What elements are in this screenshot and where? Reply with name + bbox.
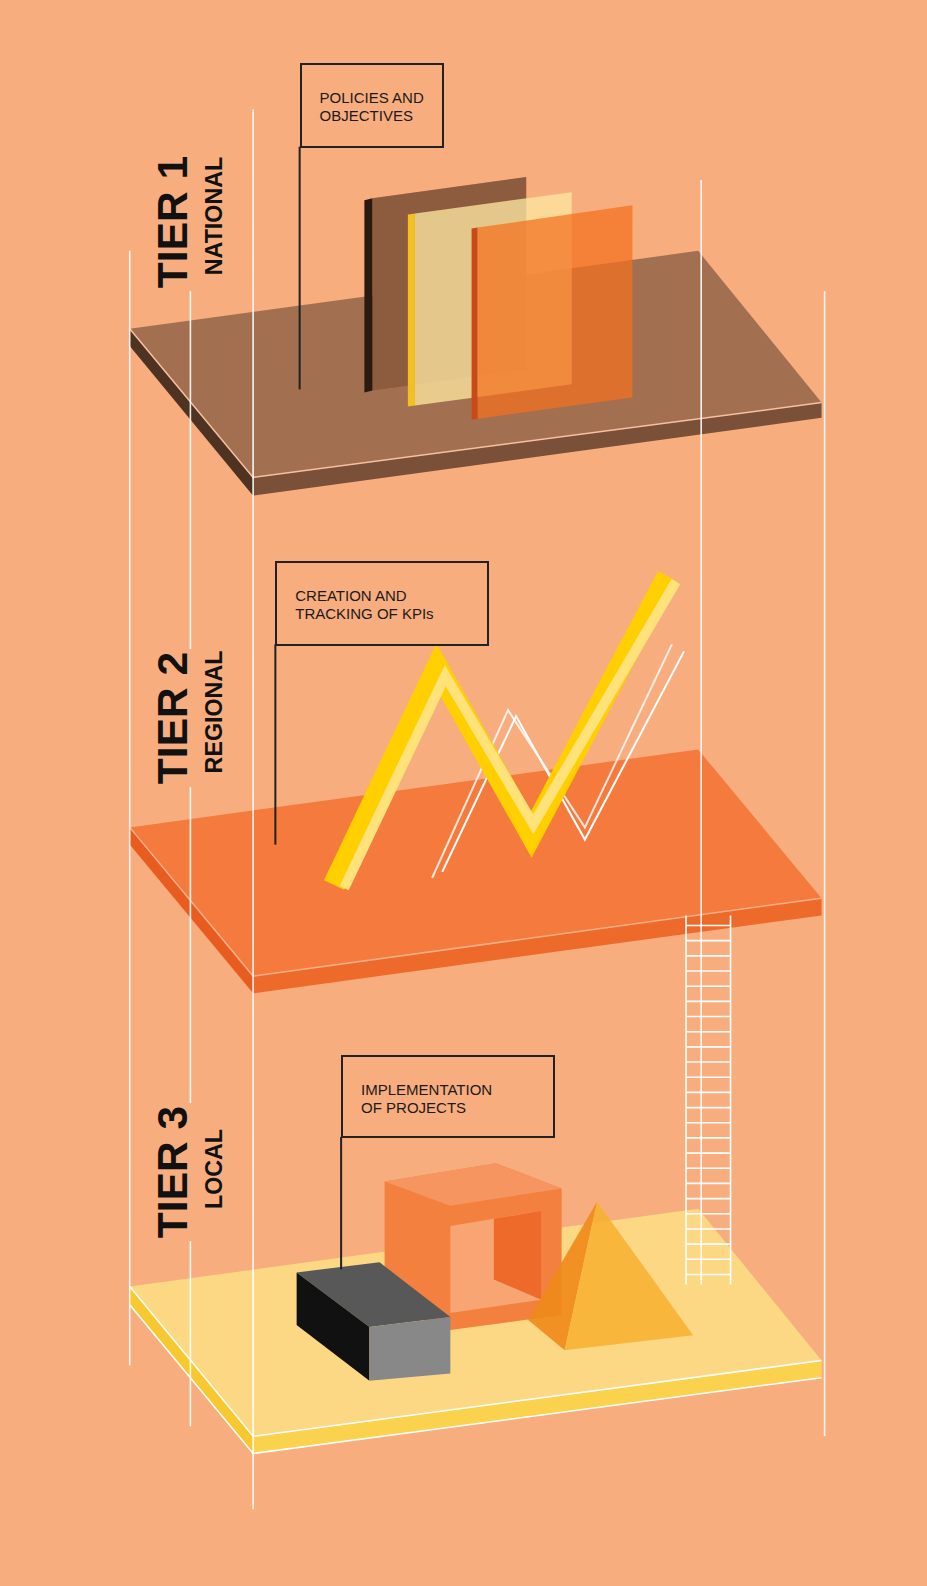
guide-lines: [700, 180, 702, 1285]
ladder: [686, 1228, 731, 1230]
tier-level: NATIONAL: [203, 153, 226, 277]
ladder: [686, 1152, 731, 1154]
policy-panels: [478, 205, 633, 418]
callout-text: POLICIES AND OBJECTIVES: [320, 89, 429, 127]
project-shapes: [369, 1317, 450, 1381]
policy-panels: [364, 177, 632, 420]
ladder: [686, 970, 731, 972]
tier-number: TIER 3: [152, 1103, 195, 1241]
project-shapes: [565, 1202, 693, 1351]
policy-panels: [408, 213, 415, 406]
project-shapes: [494, 1211, 542, 1300]
kpi-chart: [344, 582, 676, 888]
ladder: [686, 1031, 731, 1033]
project-shapes: [450, 1211, 541, 1313]
guide-lines: [824, 291, 826, 1436]
ladder: [686, 1137, 731, 1139]
ladder: [686, 1076, 731, 1078]
ladder: [686, 1122, 731, 1124]
ladder: [686, 1183, 731, 1185]
tier-level: LOCAL: [203, 1126, 226, 1212]
tier-number: TIER 2: [152, 648, 195, 786]
guide-lines: [190, 253, 192, 1426]
local-platform: [130, 1209, 822, 1454]
project-shapes: [297, 1272, 370, 1380]
ladder: [686, 1061, 731, 1063]
ladder: [686, 955, 731, 957]
ladder: [686, 1046, 731, 1048]
ladder: [686, 925, 731, 927]
callout-box: IMPLEMENTATION OF PROJECTS: [341, 1055, 555, 1139]
ladder: [686, 1107, 731, 1109]
leader-lines: [274, 644, 276, 844]
ladder: [686, 1274, 731, 1276]
leader-lines: [340, 1137, 342, 1270]
local-platform: [130, 1305, 822, 1454]
kpi-chart: [334, 577, 668, 886]
tier-number: TIER 1: [152, 152, 195, 290]
callout-text: IMPLEMENTATION OF PROJECTS: [361, 1081, 503, 1119]
callout-box: POLICIES AND OBJECTIVES: [300, 63, 445, 148]
kpi-chart: [432, 644, 672, 878]
ladder: [686, 1092, 731, 1094]
guide-lines: [130, 109, 825, 1509]
tier-level: REGIONAL: [203, 648, 226, 777]
regional-platform: [130, 750, 822, 994]
ladder: [686, 1016, 731, 1018]
guide-lines: [129, 251, 131, 1366]
ladder: [686, 1213, 731, 1215]
kpi-chart: [334, 577, 684, 889]
policy-panels: [364, 198, 372, 392]
project-shapes: [297, 1163, 694, 1380]
ladder: [686, 1001, 731, 1003]
regional-platform: [130, 827, 822, 976]
callout-text: CREATION AND TRACKING OF KPIs: [295, 587, 447, 625]
ladder: [686, 1167, 731, 1169]
ladder: [686, 1198, 731, 1200]
callout-box: CREATION AND TRACKING OF KPIs: [275, 561, 489, 646]
ladder: [686, 915, 731, 1284]
ladder: [686, 1243, 731, 1245]
leader-lines: [275, 147, 341, 1270]
ladder: [686, 985, 731, 987]
policy-panels: [472, 228, 478, 420]
leader-lines: [299, 147, 301, 390]
ladder: [686, 1258, 731, 1260]
project-shapes: [385, 1163, 562, 1205]
ladder: [686, 940, 731, 942]
guide-lines: [252, 109, 254, 1509]
